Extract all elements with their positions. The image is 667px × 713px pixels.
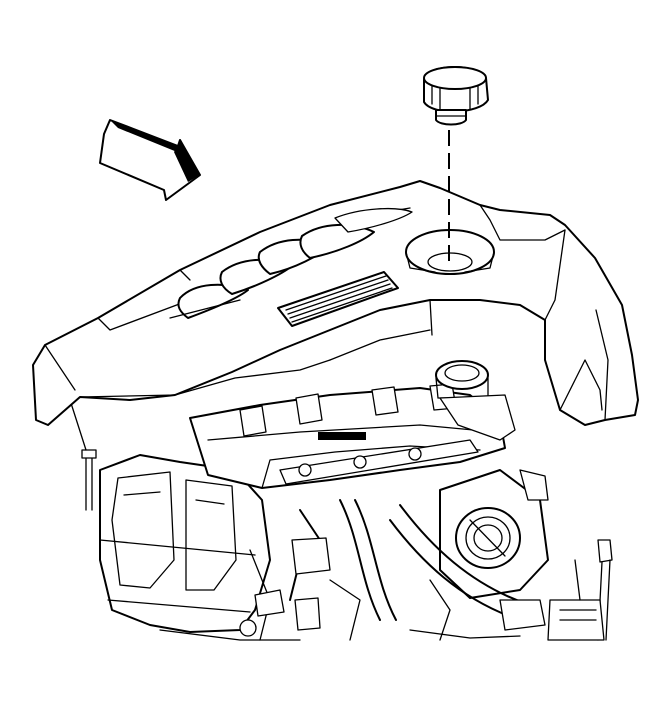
- oil-fill-neck: [435, 360, 516, 441]
- valve-cover: [189, 383, 506, 489]
- intake-plenum: [99, 454, 271, 633]
- lower-brackets: [159, 589, 546, 641]
- throttle-body: [439, 469, 549, 599]
- direction-arrow-icon: [99, 119, 201, 201]
- engine-assembly: [69, 360, 613, 641]
- left-stud: [69, 399, 97, 511]
- engine-cover: [32, 180, 639, 426]
- hoses: [249, 499, 531, 641]
- cover-badge: [277, 271, 399, 327]
- oil-fill-cap-icon: [423, 66, 489, 126]
- right-sensor: [547, 539, 613, 641]
- cover-ribs: [169, 207, 413, 319]
